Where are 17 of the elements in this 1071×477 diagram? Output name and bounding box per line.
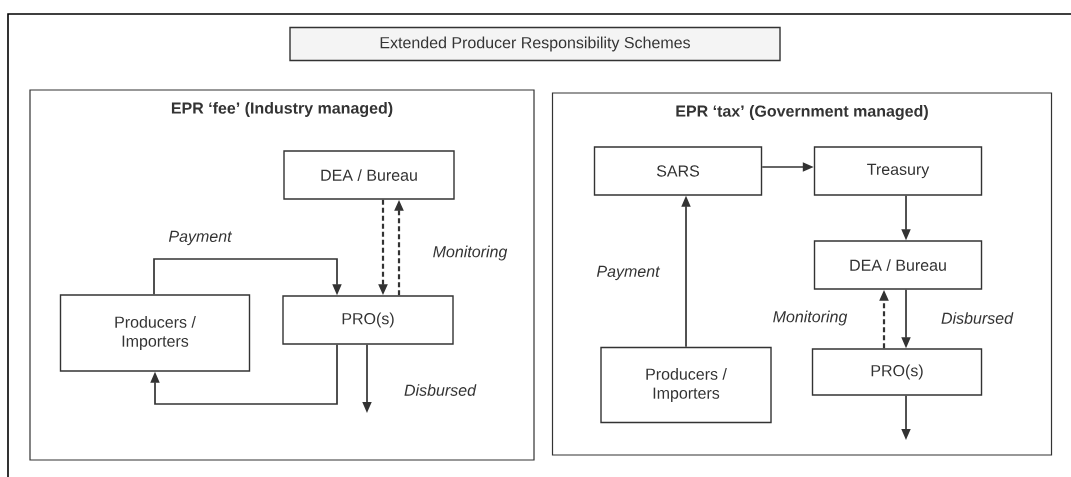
heading-box: Extended Producer Responsibility Schemes	[289, 26, 781, 62]
edge-label: Payment	[167, 229, 233, 247]
edge-label: Disbursed	[940, 311, 1015, 325]
process-box: PRO(s)	[811, 348, 983, 396]
arrow	[153, 258, 342, 296]
edge-label: Payment	[595, 264, 661, 282]
edge-label: Monitoring	[771, 309, 849, 327]
process-box: PRO(s)	[282, 295, 454, 345]
edge-label: Disbursed	[403, 383, 477, 397]
process-box: Producers / Importers	[600, 346, 772, 424]
process-box: DEA / Bureau	[813, 240, 983, 290]
process-box: DEA / Bureau	[283, 150, 455, 200]
process-box: SARS	[593, 146, 763, 196]
process-box: Treasury	[813, 146, 983, 196]
process-box: Producers / Importers	[59, 294, 251, 372]
arrow	[150, 343, 338, 405]
edge-label: Monitoring	[431, 244, 509, 262]
